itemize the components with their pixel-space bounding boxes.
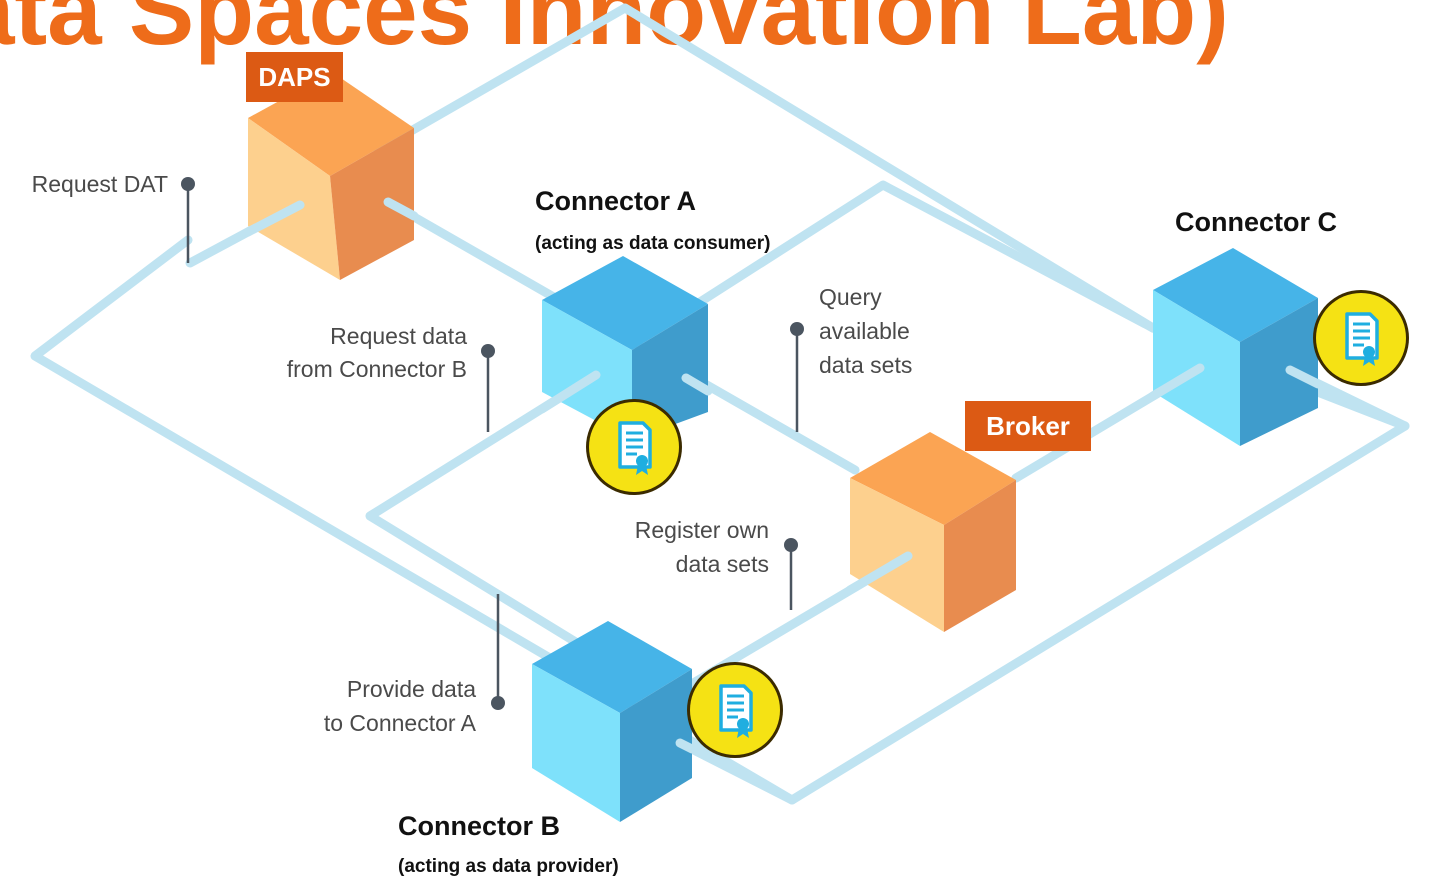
callout-request-data-line-1: Request data — [330, 323, 467, 349]
callout-register: Register own data sets — [635, 517, 798, 610]
connector-b-cube-top — [532, 621, 692, 713]
daps-node: DAPS — [243, 52, 419, 280]
connector-c-cube-top — [1153, 248, 1318, 342]
connector-b-title: Connector B — [398, 811, 560, 841]
callout-query: Query available data sets — [790, 284, 912, 432]
daps-tag — [246, 52, 343, 102]
broker-tag — [965, 401, 1091, 451]
connector-b-subtitle: (acting as data provider) — [398, 856, 619, 877]
connector-c-certificate-icon — [1311, 288, 1411, 388]
callout-request-dat-line-1: Request DAT — [32, 171, 168, 197]
track-b-right — [675, 738, 797, 805]
callout-query-line-2: available — [819, 318, 910, 344]
connector-a-cube-top — [542, 256, 708, 350]
connector-a-certificate-icon — [584, 397, 684, 497]
connector-b-cube-right — [620, 669, 692, 822]
callout-register-line-2: data sets — [676, 551, 769, 577]
callout-query-line-1: Query — [819, 284, 882, 310]
callout-request-data-line-2: from Connector B — [287, 356, 467, 382]
connector-c-title: Connector C — [1175, 207, 1337, 237]
daps-cube-right — [330, 128, 414, 280]
connector-a-subtitle: (acting as data consumer) — [535, 233, 770, 254]
connector-c-node: Connector C — [1148, 207, 1411, 446]
connector-a-title: Connector A — [535, 186, 696, 216]
daps-tag-label: DAPS — [258, 62, 330, 92]
inner-network-track — [695, 180, 1158, 333]
broker-cube-top — [850, 432, 1016, 525]
connector-b-certificate-icon — [685, 660, 785, 760]
connector-b-cube-left — [532, 664, 620, 822]
callout-provide-line-1: Provide data — [347, 676, 476, 702]
callout-register-line-1: Register own — [635, 517, 769, 543]
track-daps-to-top — [373, 3, 1158, 333]
daps-cube-left — [248, 118, 340, 280]
callout-query-line-3: data sets — [819, 352, 912, 378]
callout-request-data: Request data from Connector B — [287, 323, 495, 432]
broker-node: Broker — [845, 401, 1091, 632]
callout-request-dat: Request DAT — [32, 171, 195, 263]
broker-cube-right — [944, 480, 1016, 632]
connector-c-cube-right — [1240, 298, 1318, 446]
callout-provide-line-2: to Connector A — [324, 710, 477, 736]
broker-tag-label: Broker — [986, 411, 1070, 441]
track-connector-a-to-b — [365, 370, 610, 665]
broker-cube-left — [850, 478, 944, 632]
connector-a-node: Connector A (acting as data consumer) — [535, 186, 770, 497]
connector-b-node: Connector B (acting as data provider) — [398, 621, 785, 877]
connector-a-cube-left — [542, 300, 632, 440]
callout-provide: Provide data to Connector A — [324, 594, 505, 736]
